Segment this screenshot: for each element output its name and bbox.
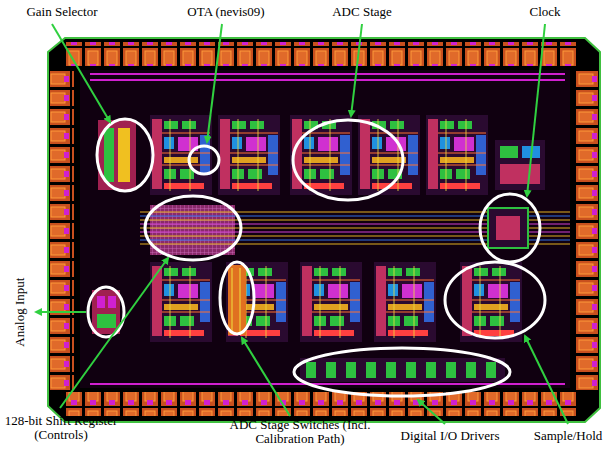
callout-label: Sample/Hold	[526, 429, 610, 443]
callout-label: OTA (nevis09)	[166, 5, 286, 19]
callout-label: ADC Stage Switches (Incl. Calibration Pa…	[210, 418, 390, 447]
callout-label: Clock	[500, 5, 590, 19]
callout-label: ADC Stage	[302, 5, 422, 19]
callout-label: Gain Selector	[2, 5, 122, 19]
callout-label: 128-bit Shift Register (Controls)	[2, 414, 120, 443]
callout-label: Analog Input	[13, 257, 27, 367]
callout-label: Digital I/O Drivers	[380, 429, 520, 443]
